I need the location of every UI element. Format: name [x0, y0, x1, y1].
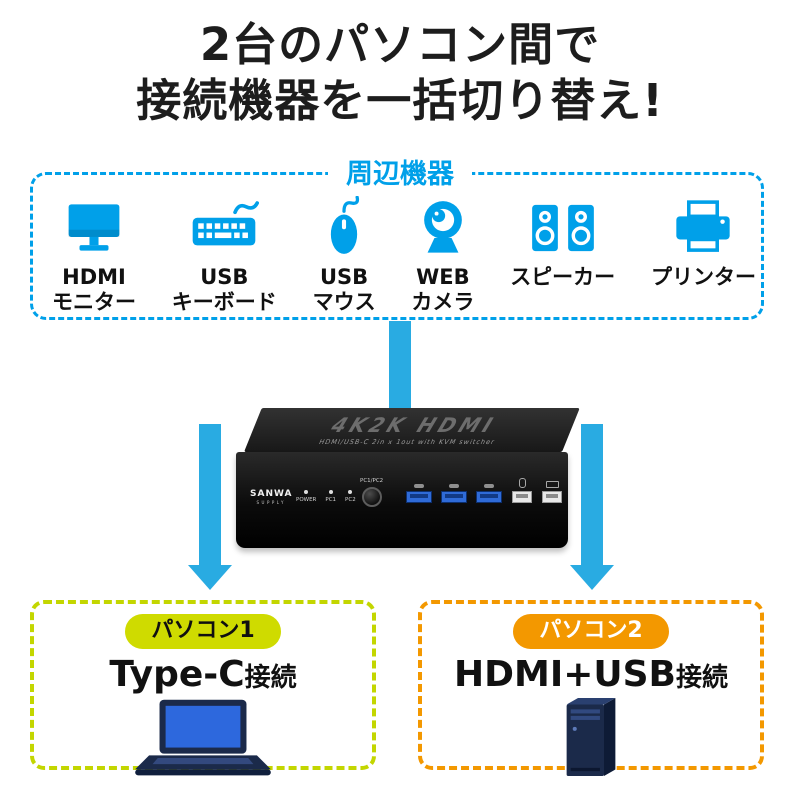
pc2-connection: HDMI+USB 接続	[454, 654, 728, 695]
peripheral-label: WEB	[416, 265, 470, 289]
device-top-subtitle: HDMI/USB-C 2in x 1out with KVM switcher	[317, 437, 497, 446]
peripherals-list: HDMI モニター USB キーボ	[52, 194, 756, 315]
usb2-port-jack	[512, 491, 532, 503]
pc1-led-dot	[328, 490, 333, 494]
kvm-switch-device: 4K2K HDMI HDMI/USB-C 2in x 1out with KVM…	[236, 408, 580, 548]
usb3-port-icon	[414, 484, 424, 488]
flow-arrow-right-head	[570, 565, 614, 590]
usb3-port-jack	[406, 491, 432, 503]
pc1-led: PC1	[325, 490, 336, 503]
keyboard-port-icon	[545, 481, 559, 488]
flow-arrow-right-stem	[581, 424, 603, 566]
device-top-face: 4K2K HDMI HDMI/USB-C 2in x 1out with KVM…	[244, 408, 580, 452]
power-led: POWER	[296, 490, 316, 503]
usb2-port-jack	[542, 491, 562, 503]
pc2-connection-type: HDMI+USB	[453, 653, 676, 695]
peripherals-label: 周辺機器	[328, 152, 472, 191]
peripheral-label: HDMI	[62, 265, 126, 289]
flow-arrow-center	[389, 321, 411, 423]
pc2-box: パソコン2 HDMI+USB 接続	[418, 600, 764, 776]
usb2-port-keyboard	[542, 478, 562, 503]
usb3-port-icon	[449, 484, 459, 488]
device-top-logo: 4K2K HDMI	[328, 412, 501, 437]
page-title-line1: 2台のパソコン間で	[199, 18, 601, 71]
usb2-port-mouse	[512, 478, 532, 503]
device-front-face: SANWA SUPPLY POWER PC1 PC2 PC1/PC2	[236, 452, 568, 548]
webcam-icon	[415, 194, 471, 256]
peripheral-label: キーボード	[171, 289, 277, 314]
peripheral-label: プリンター	[650, 265, 756, 289]
pc1-box: パソコン1 Type-C 接続	[30, 600, 376, 775]
pc2-led-label: PC2	[345, 497, 356, 503]
usb3-port	[476, 484, 502, 503]
usb3-port-jack	[476, 491, 502, 503]
select-button-label: PC1/PC2	[360, 478, 384, 484]
pc1-badge: パソコン1	[125, 614, 281, 649]
peripheral-label: USB	[200, 265, 249, 289]
flow-arrow-left-stem	[199, 424, 221, 566]
printer-icon	[671, 194, 735, 256]
peripheral-item-printer: プリンター	[651, 194, 756, 315]
peripheral-label: スピーカー	[510, 265, 616, 289]
peripheral-item-speaker: スピーカー	[510, 194, 615, 315]
monitor-icon	[65, 194, 123, 256]
usb2-port-group	[512, 478, 562, 503]
page-title-line2: 接続機器を一括切り替え!	[136, 74, 664, 127]
device-led-group: POWER PC1 PC2	[296, 490, 356, 503]
pc1-connection-type: Type-C	[109, 653, 245, 695]
pc2-led: PC2	[345, 490, 356, 503]
pc2-led-dot	[348, 490, 353, 494]
peripheral-item-usb-keyboard: USB キーボード	[172, 194, 277, 315]
usb3-port-icon	[484, 484, 494, 488]
laptop-icon	[133, 698, 273, 782]
pc2-badge: パソコン2	[513, 614, 669, 649]
peripheral-label: USB	[320, 265, 369, 289]
usb3-port-group	[406, 484, 502, 503]
pc1-led-label: PC1	[325, 497, 337, 503]
keyboard-icon	[189, 194, 260, 256]
pc2-connection-suffix: 接続	[675, 662, 728, 693]
mouse-port-icon	[518, 478, 526, 488]
peripheral-item-web-camera: WEB カメラ	[411, 194, 474, 315]
device-brand-logo: SANWA SUPPLY	[250, 490, 292, 505]
pc1-connection: Type-C 接続	[109, 654, 296, 695]
mouse-icon	[321, 194, 367, 256]
usb3-port-jack	[441, 491, 467, 503]
select-button	[361, 487, 382, 507]
flow-arrow-left-head	[188, 565, 232, 590]
brand-subname: SUPPLY	[256, 500, 286, 505]
power-led-label: POWER	[296, 497, 317, 503]
speaker-icon	[527, 194, 599, 256]
usb3-port	[441, 484, 467, 503]
peripheral-label: モニター	[52, 289, 136, 314]
desktop-tower-icon	[555, 697, 627, 780]
select-button-group: PC1/PC2	[360, 478, 383, 507]
peripheral-item-hdmi-monitor: HDMI モニター	[52, 194, 136, 315]
peripheral-label: カメラ	[411, 289, 475, 314]
peripheral-item-usb-mouse: USB マウス	[313, 194, 376, 315]
peripheral-label: マウス	[312, 289, 376, 314]
power-led-dot	[304, 490, 309, 494]
pc1-connection-suffix: 接続	[244, 662, 297, 693]
usb3-port	[406, 484, 432, 503]
brand-name: SANWA	[250, 489, 293, 499]
